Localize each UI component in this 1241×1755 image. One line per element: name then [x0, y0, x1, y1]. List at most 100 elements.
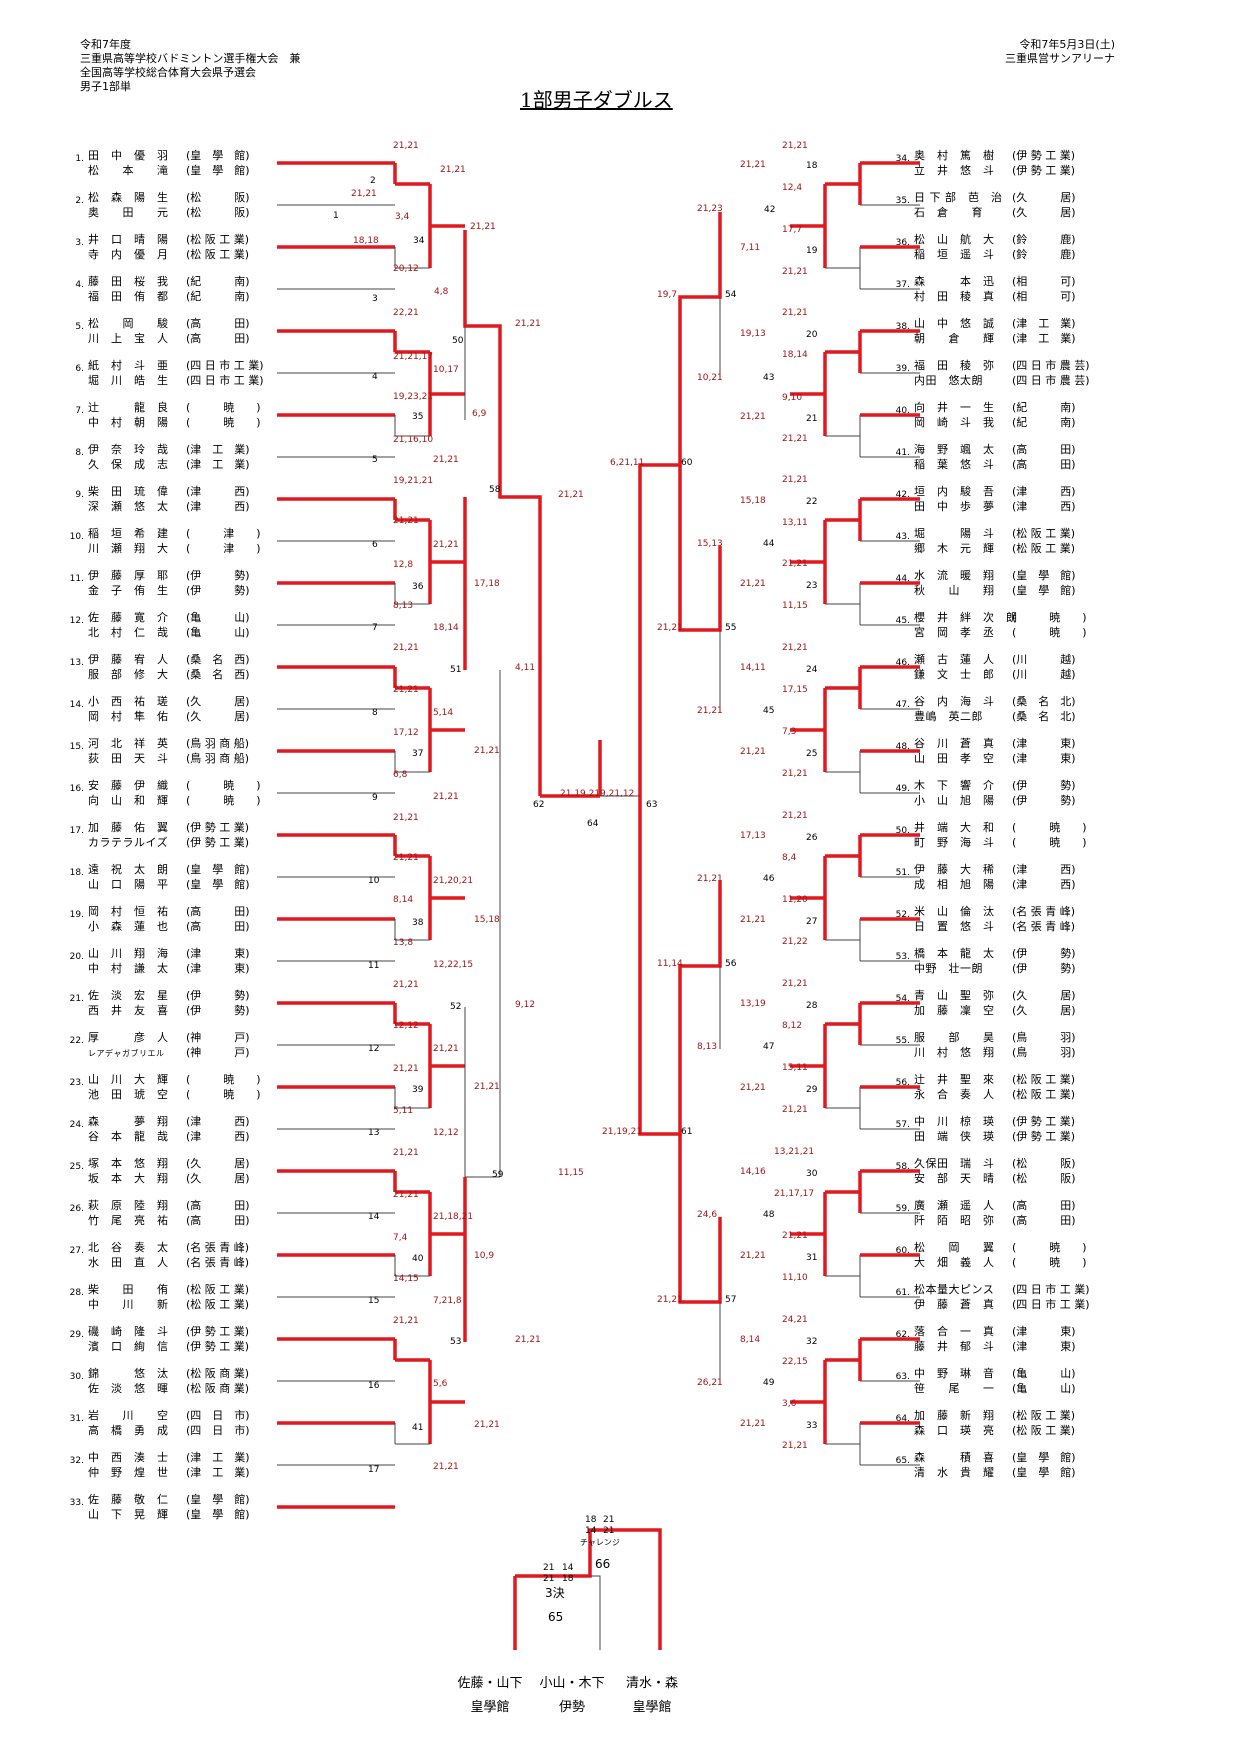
player-name: 成 相 旭 陽	[914, 878, 995, 891]
player-name: 岡 村 恒 祐	[88, 905, 169, 918]
player-name: 中野 壮一朗	[914, 962, 983, 975]
player-pair: 佐 藤 寛 介(亀 山)北 村 仁 哉(亀 山)	[88, 610, 286, 640]
player-school: (名 張 青 峰)	[186, 1256, 250, 1269]
entry-number: 25.	[69, 1162, 84, 1172]
player-name: 福 田 侑 都	[88, 290, 169, 303]
player-name: 紙 村 斗 亜	[88, 359, 169, 372]
match-number: 37	[412, 749, 423, 759]
player-name: 濱 口 絢 信	[88, 1340, 169, 1353]
entry-number: 44.	[895, 574, 910, 584]
player-school: (久 居)	[186, 1172, 250, 1185]
match-number: 2	[370, 176, 376, 186]
player-pair: 落 合 一 真(津 東)藤 井 郁 斗(津 東)	[914, 1324, 1112, 1354]
match-score: 21,21	[782, 267, 808, 277]
player-name: 橋 本 龍 太	[914, 947, 995, 960]
match-number: 43	[763, 373, 774, 383]
player-school: (津 東)	[1012, 1325, 1076, 1338]
match-score: 21,21	[740, 412, 766, 422]
entry-number: 16.	[69, 784, 84, 794]
match-score: 13,21,21	[774, 1147, 814, 1157]
player-pair: 加 藤 佑 翼(伊 勢 工 業)カラテラルイズ(伊 勢 工 業)	[88, 820, 286, 850]
player-name: 奥 村 篤 樹	[914, 149, 995, 162]
match-score: 7,21,8	[433, 1296, 462, 1306]
player-school: (高 田)	[1012, 458, 1076, 471]
match-score: 21,21	[433, 455, 459, 465]
match-number: 31	[806, 1253, 817, 1263]
player-name: 大 畑 義 人	[914, 1256, 995, 1269]
match-score: 21,21	[393, 685, 419, 695]
match-number: 57	[725, 1295, 736, 1305]
entry-number: 6.	[75, 364, 84, 374]
match-number: 52	[450, 1002, 461, 1012]
player-school: (川 越)	[1012, 668, 1076, 681]
match-score: 21,21	[393, 643, 419, 653]
entry-number: 45.	[895, 616, 910, 626]
player-school: (高 田)	[1012, 1199, 1076, 1212]
match-score: 21,21	[782, 559, 808, 569]
match-score: 21,21	[782, 769, 808, 779]
player-name: 佐 藤 敬 仁	[88, 1493, 169, 1506]
player-pair: 中 川 椋 瑛(伊 勢 工 業)田 端 侠 瑛(伊 勢 工 業)	[914, 1114, 1112, 1144]
match-score: 24,6	[697, 1210, 717, 1220]
match-number: 59	[492, 1170, 504, 1180]
player-name: 萩 原 陸 翔	[88, 1199, 169, 1212]
player-school: (津 工 業)	[1012, 332, 1076, 345]
player-school: (桑 名 西)	[186, 653, 250, 666]
player-school: (津 東)	[1012, 752, 1076, 765]
player-pair: 遠 祝 太 朗(皇 學 館)山 口 陽 平(皇 學 館)	[88, 862, 286, 892]
player-school: (久 居)	[1012, 191, 1076, 204]
player-school: (高 田)	[186, 1214, 250, 1227]
player-name: 奥 田 元	[88, 206, 169, 219]
player-name: 内田 悠太朗	[914, 374, 983, 387]
player-school: (伊 勢)	[1012, 779, 1076, 792]
finalist-2-names: 小山・木下	[539, 1676, 605, 1691]
entry-number: 29.	[69, 1330, 84, 1340]
match-score: 21,22	[782, 937, 808, 947]
player-school: (桑 名 西)	[186, 668, 250, 681]
match-score: 11,20	[782, 895, 808, 905]
match-score: 7,4	[393, 1233, 408, 1243]
player-pair: 井 口 晴 陽(松 阪 工 業)寺 内 優 月(松 阪 工 業)	[88, 232, 286, 262]
player-school: (津 工 業)	[1012, 317, 1076, 330]
match-score: 22,21	[393, 308, 419, 318]
player-pair: 山 中 悠 誠(津 工 業)朝 倉 輝(津 工 業)	[914, 316, 1112, 346]
player-school: (伊 勢 工 業)	[1012, 164, 1076, 177]
player-school: ( 暁 )	[186, 779, 261, 792]
player-pair: 日 下 部 芭 治(久 居)石 倉 育(久 居)	[914, 190, 1112, 220]
player-school: (松 阪 工 業)	[186, 1298, 250, 1311]
player-name: 佐 藤 寛 介	[88, 611, 169, 624]
player-school: ( 暁 )	[1012, 1241, 1087, 1254]
player-pair: 岩 川 空(四 日 市)高 橋 勇 成(四 日 市)	[88, 1408, 286, 1438]
match-number: 50	[452, 336, 464, 346]
player-name: 山 中 悠 誠	[914, 317, 995, 330]
player-pair: 久保田 瑞 斗(松 阪)安 部 天 晴(松 阪)	[914, 1156, 1112, 1186]
player-name: 寺 内 優 月	[88, 248, 169, 261]
challenge-label: チャレンジ	[580, 1538, 620, 1547]
bracket-line	[590, 1575, 601, 1650]
match-number: 22	[806, 497, 817, 507]
player-name: 辻 井 聖 來	[914, 1073, 995, 1086]
match-score: 7,11	[740, 243, 760, 253]
player-school: ( 暁 )	[1012, 836, 1087, 849]
match-score: 24,21	[782, 1315, 808, 1325]
finalist-3: 清水・森 皇學館	[607, 1672, 697, 1720]
entry-number: 35.	[895, 196, 910, 206]
match-number: 13	[368, 1128, 379, 1138]
match-score: 3,4	[395, 212, 410, 222]
entry-number: 1.	[75, 154, 84, 164]
match-number: 30	[806, 1169, 818, 1179]
match-number: 44	[763, 539, 775, 549]
header-right: 令和7年5月3日(土)三重県営サンアリーナ	[1005, 38, 1115, 66]
match-score: 12,4	[782, 183, 802, 193]
match-score: 10,9	[474, 1251, 494, 1261]
player-school: (亀 山)	[1012, 1367, 1076, 1380]
match-number: 21	[543, 1563, 554, 1573]
entry-number: 38.	[895, 322, 910, 332]
player-name: 佐 淡 宏 星	[88, 989, 169, 1002]
player-name: 米 山 倫 汰	[914, 905, 995, 918]
match-number: 36	[412, 582, 424, 592]
player-name: 森 本 迅	[914, 275, 995, 288]
player-name: 久 保 成 志	[88, 458, 169, 471]
match-score: 5,6	[433, 1379, 448, 1389]
match-score: 3,6	[782, 1399, 797, 1409]
